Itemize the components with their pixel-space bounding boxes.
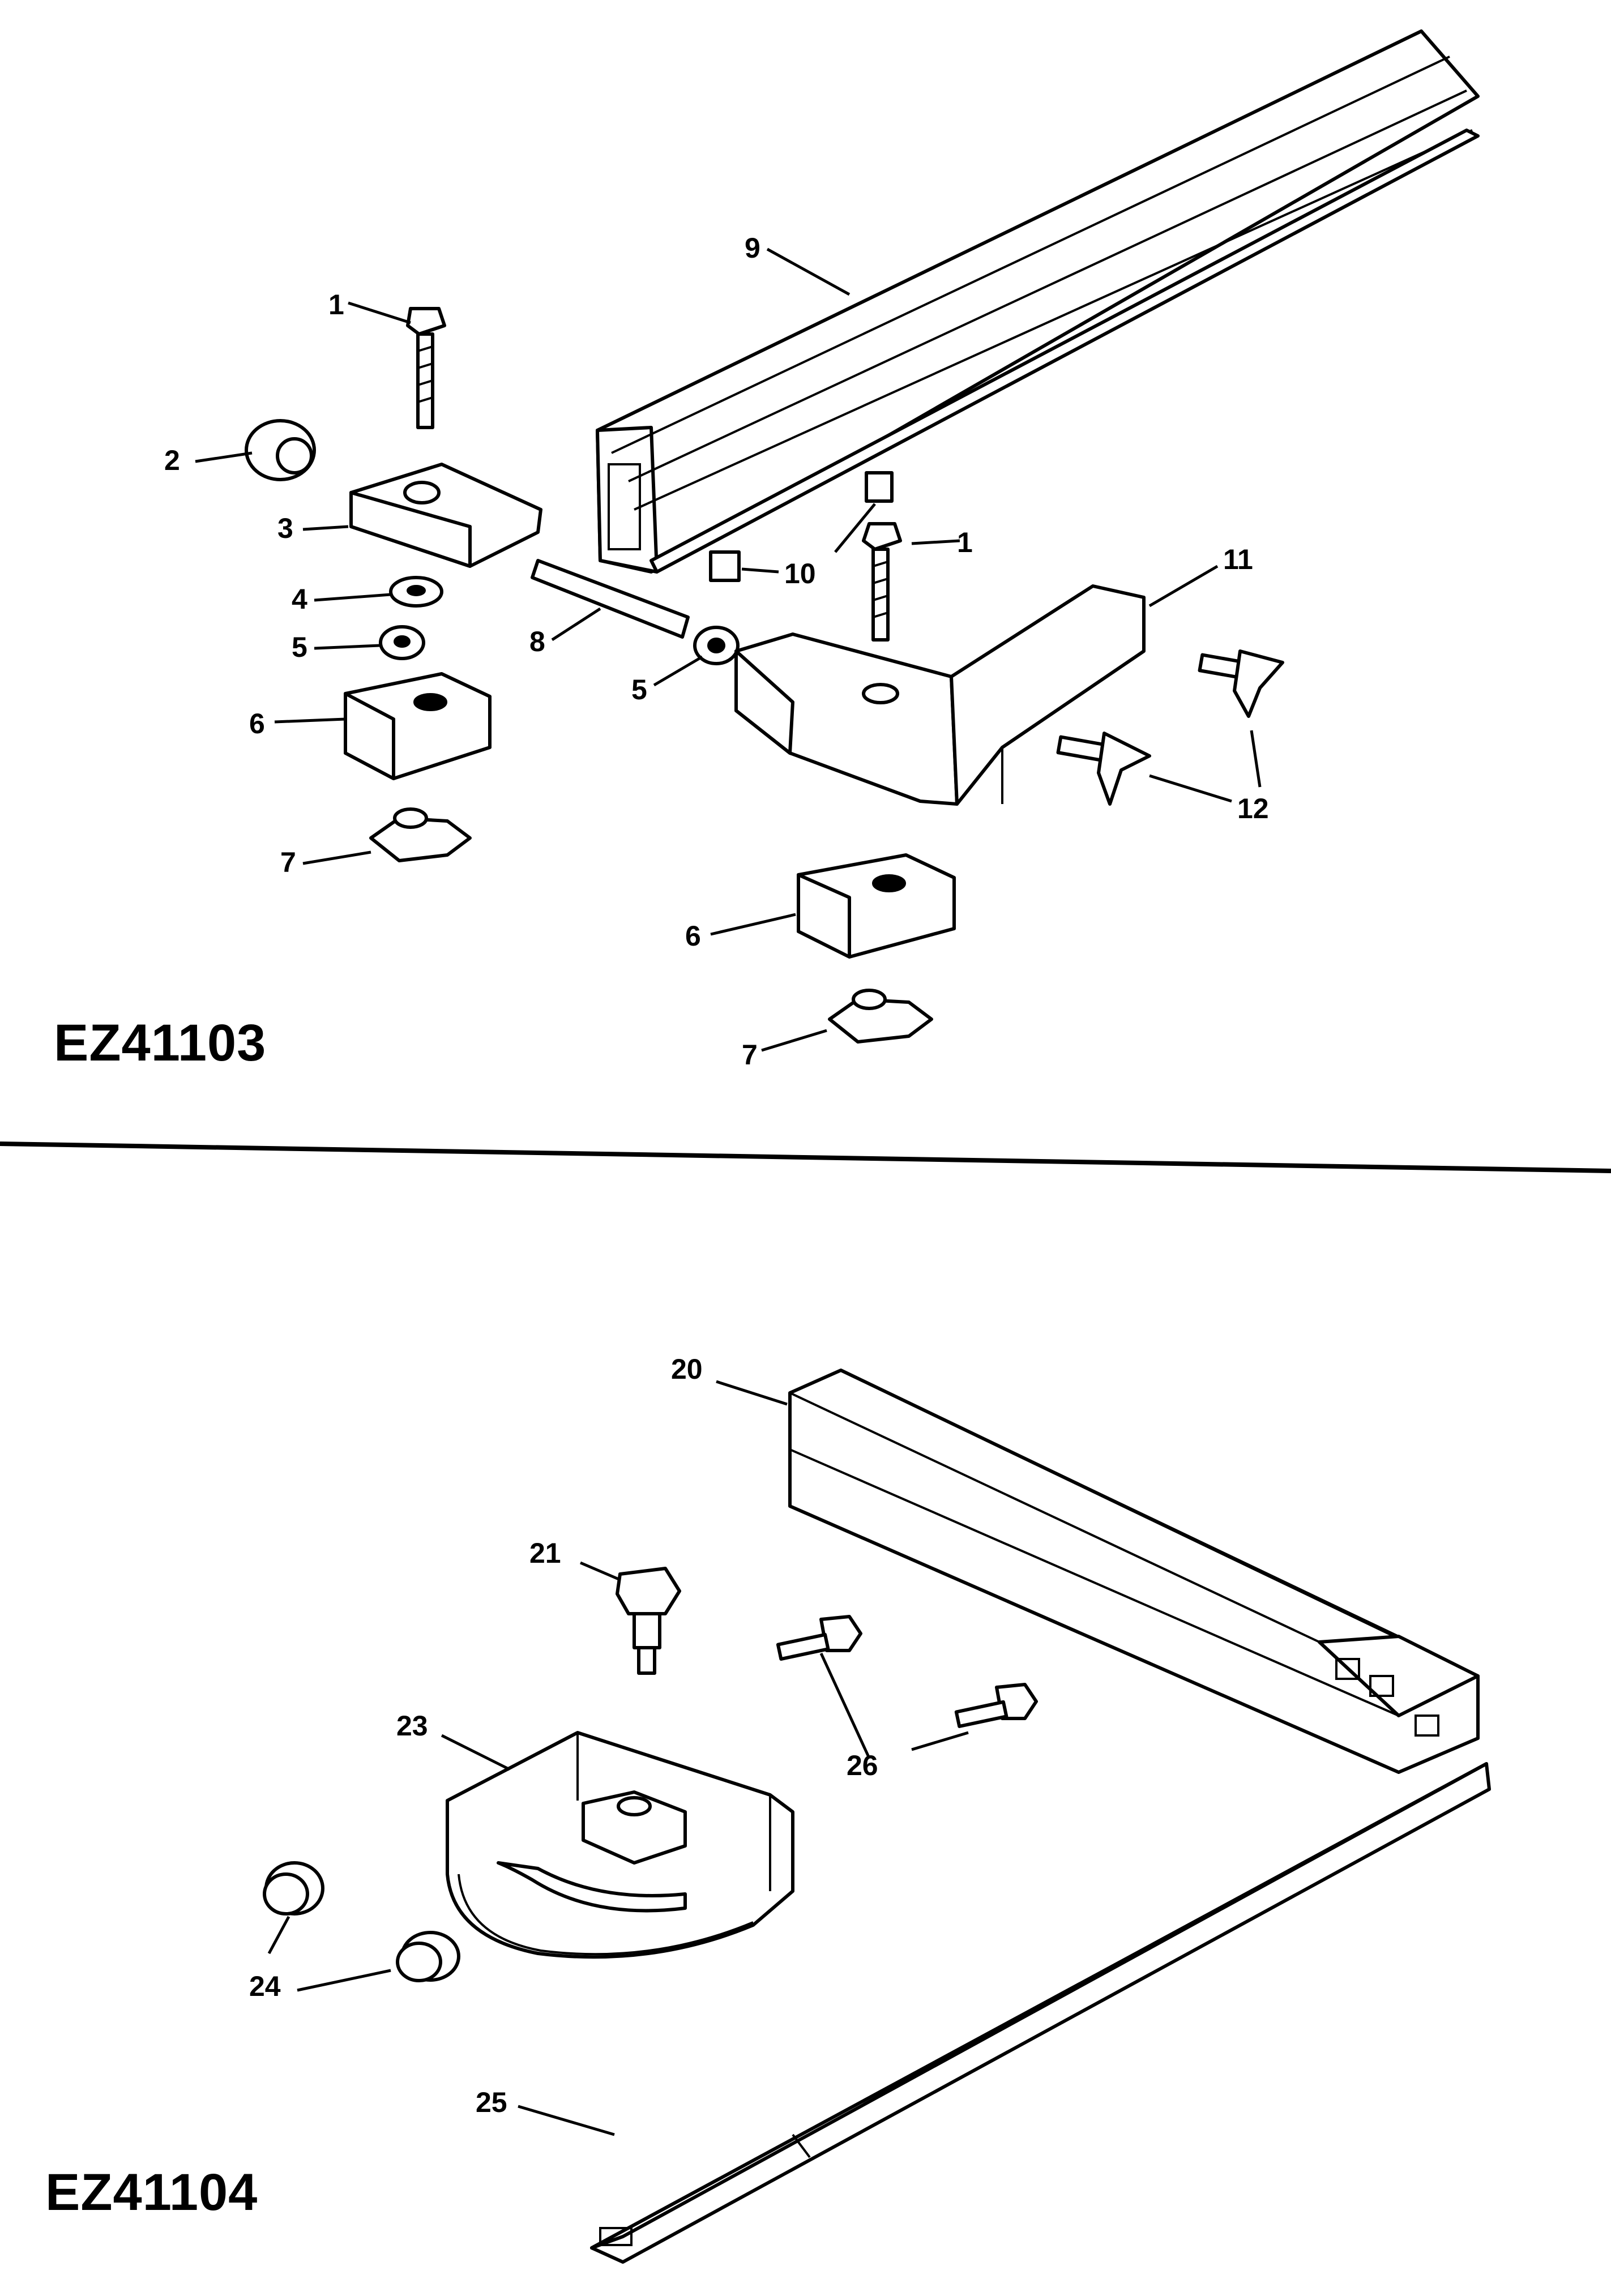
extrusion-bar [788,1369,1480,1774]
section-divider [0,1141,1611,1173]
callout-26: 26 [847,1750,878,1781]
nut-center [693,626,740,665]
callouts-top: 1 2 3 4 5 6 7 8 5 10 1 9 11 12 6 7 [164,232,1269,1071]
square-nuts [709,471,894,582]
callout-6-right: 6 [685,920,701,952]
fence-bracket [734,584,1146,806]
hex-screw-upper [776,1615,862,1661]
callout-7-left: 7 [280,846,296,878]
hex-screw-lower [954,1683,1038,1728]
knob-24-lower [396,1931,460,1982]
callout-8: 8 [529,626,545,657]
callout-20: 20 [671,1353,703,1385]
callouts-bottom: 20 21 26 23 24 25 [249,1353,878,2118]
knurled-nut [245,419,316,481]
callout-12: 12 [1237,793,1269,824]
callout-10: 10 [784,558,816,589]
assembly-code-top: EZ41103 [54,1014,267,1072]
callout-7-right: 7 [742,1039,758,1071]
wing-screw-right [1198,649,1284,718]
knob-left [369,807,472,862]
callout-3: 3 [277,512,293,544]
threaded-rod [531,559,690,639]
callout-2: 2 [164,444,180,476]
clamp-block-left [344,672,492,780]
callout-1-right: 1 [957,527,973,558]
clamp-block-right [797,853,956,959]
leader-lines-bottom [267,1380,969,2136]
callout-1-left: 1 [328,289,344,320]
nut-left [379,625,425,660]
callout-5-left: 5 [292,631,307,663]
lock-screw [616,1567,681,1675]
callout-25: 25 [476,2087,507,2118]
leader-lines-top [195,247,1262,1052]
knob-24-upper [263,1861,324,1916]
knob-right [828,989,933,1044]
callout-9: 9 [745,232,760,264]
bracket-left [349,463,542,568]
callout-23: 23 [396,1710,428,1742]
callout-4: 4 [292,583,307,615]
wing-screw-lower [1056,732,1151,806]
washer [389,576,443,608]
screw-top-right [862,522,902,642]
callout-11: 11 [1223,544,1253,575]
callout-24: 24 [249,1970,281,2002]
callout-5-center: 5 [631,674,647,706]
miter-gauge [446,1731,794,1959]
callout-6-left: 6 [249,708,265,739]
assembly-code-bottom: EZ41104 [45,2164,258,2221]
callout-21: 21 [529,1537,561,1569]
fence-rail [596,29,1480,574]
miter-bar [590,1762,1491,2264]
screw-top-left [406,307,446,429]
